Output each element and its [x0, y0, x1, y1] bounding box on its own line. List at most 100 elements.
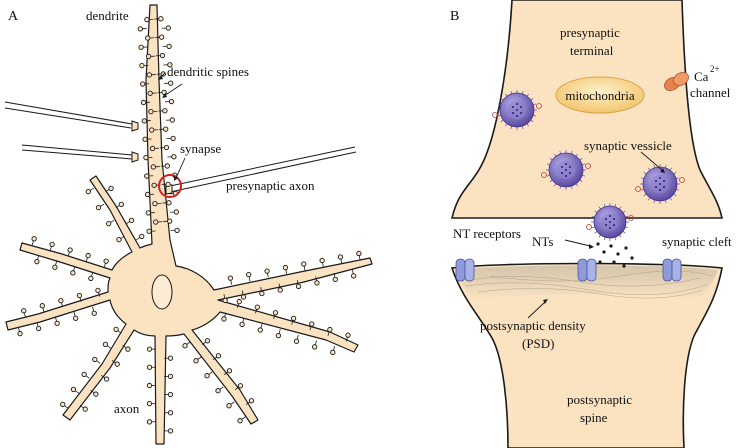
label-channel: channel [690, 85, 731, 100]
label-ca-sup: 2+ [710, 64, 720, 74]
spine-head [164, 163, 170, 169]
spine-head [146, 419, 153, 425]
spine-head [108, 185, 114, 191]
label-nt-receptors: NT receptors [453, 226, 521, 241]
synapse-circle [158, 174, 182, 198]
spine-head [264, 268, 270, 274]
spine-head [221, 316, 227, 322]
spine-head [49, 241, 55, 248]
spine-head [162, 108, 168, 114]
neurotransmitters [596, 242, 634, 268]
spine-head [171, 154, 177, 160]
spine-head [327, 326, 333, 333]
spine-head [168, 80, 174, 86]
postsynaptic-spine [450, 262, 723, 448]
spine-head [137, 26, 143, 32]
spine-head [277, 287, 283, 293]
spine-head [330, 349, 336, 356]
spine-head [81, 371, 87, 378]
spine-head [21, 308, 27, 314]
spine-head [240, 294, 247, 300]
nt-dot [624, 246, 628, 250]
label-psd-1: postsynaptic density [480, 318, 586, 333]
panel-a-leader-lines [159, 72, 186, 179]
spine-head [309, 321, 315, 327]
spine-head [257, 327, 263, 333]
spine-head [161, 89, 167, 95]
spine-head [237, 383, 244, 389]
spine-head [301, 261, 307, 267]
spine-head [149, 145, 156, 152]
spine-head [17, 330, 23, 337]
nt-dot [609, 244, 613, 248]
vesicle [586, 203, 634, 241]
spine-head [193, 358, 199, 364]
label-synapse: synapse [180, 141, 221, 156]
spine-head [311, 344, 318, 350]
spine-head [146, 346, 153, 352]
calcium-channel [664, 72, 689, 91]
spine-head [118, 201, 124, 207]
spine-head [139, 63, 145, 69]
panel-a-letter: A [8, 9, 19, 24]
spine-head [166, 43, 172, 49]
spine-head [145, 35, 151, 41]
spine-head [174, 227, 180, 233]
spine-head [227, 275, 234, 281]
spine-head [114, 361, 120, 367]
incoming-axons [4, 101, 357, 193]
spine-head [272, 310, 279, 316]
receptor [577, 258, 597, 282]
spine-head [167, 373, 174, 380]
spine-head [167, 428, 174, 434]
label-dendrite: dendrite [86, 8, 129, 23]
spine-head [146, 382, 153, 389]
receptor [662, 258, 682, 282]
spine-head [237, 418, 243, 424]
spine-head [146, 400, 153, 407]
spine-head [34, 258, 40, 265]
spine-head [215, 353, 222, 359]
vesicle [635, 164, 685, 204]
spine-head [167, 391, 174, 398]
panel-b-letter: B [450, 9, 459, 24]
spine-head [141, 118, 147, 124]
spine-head [204, 373, 210, 379]
spine-head [152, 201, 158, 207]
spine-head [319, 257, 325, 264]
vesicle [541, 150, 591, 190]
spine-head [169, 117, 175, 123]
nucleus [151, 274, 173, 310]
label-presynaptic-1: presynaptic [560, 25, 620, 40]
spine-head [167, 62, 173, 68]
spine-head [95, 287, 101, 294]
spine-head [144, 17, 150, 23]
spine-head [139, 233, 145, 239]
psd-fibers [465, 270, 713, 299]
synapse-illustration: B presynaptic terminal mitochondria Ca 2… [450, 0, 732, 448]
label-presynaptic-axon: presynaptic axon [226, 178, 315, 193]
spine-head [239, 321, 245, 328]
spine-head [106, 221, 112, 227]
neuron-illustration: A dendrite dendritic spines synapse pres… [4, 4, 373, 445]
nt-dot [622, 264, 626, 268]
spine-head [103, 258, 109, 264]
spine-head [290, 315, 297, 322]
spine-head [88, 275, 94, 282]
label-presynaptic-2: terminal [570, 43, 614, 58]
label-postsynaptic-1: postsynaptic [567, 392, 632, 407]
spine-head [254, 304, 261, 310]
spine-head [167, 410, 174, 416]
panel-b-leader-lines [527, 151, 663, 319]
spine-head [73, 315, 79, 321]
nt-dot [602, 250, 606, 254]
dendritic-spines [17, 16, 362, 434]
label-ca-base: Ca [694, 69, 709, 84]
receptor [455, 258, 475, 282]
spine-head [146, 364, 153, 370]
spine-head [145, 210, 151, 216]
spine-head [149, 127, 155, 133]
nt-dot [630, 256, 634, 260]
spine-head [222, 297, 228, 304]
spine-head [143, 155, 149, 161]
